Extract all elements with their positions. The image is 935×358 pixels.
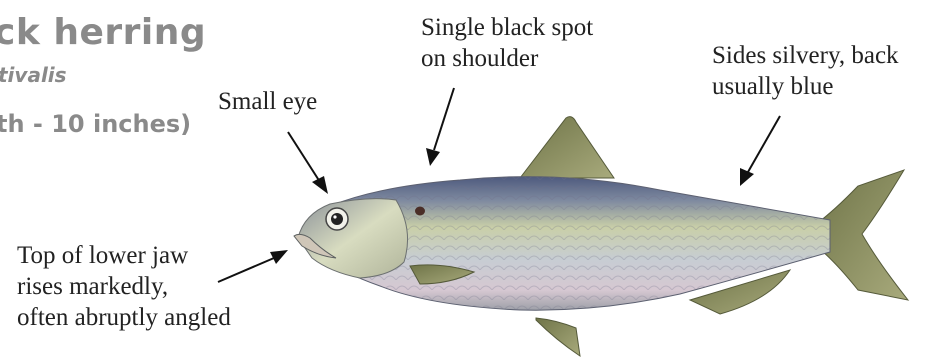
- shoulder-spot: [415, 207, 425, 216]
- label-black-spot: Single black spot on shoulder: [421, 12, 593, 74]
- label-line: Sides silvery, back: [712, 40, 899, 71]
- label-line: on shoulder: [421, 43, 593, 74]
- dorsal-fin: [520, 117, 614, 178]
- label-sides-silvery: Sides silvery, back usually blue: [712, 40, 899, 102]
- arrow-spot: [426, 88, 454, 166]
- arrow-sides: [740, 116, 780, 186]
- fish-head: [298, 199, 408, 278]
- pelvic-fin: [536, 318, 580, 356]
- label-lower-jaw: Top of lower jaw rises markedly, often a…: [17, 240, 231, 333]
- label-line: usually blue: [712, 71, 899, 102]
- label-small-eye: Small eye: [218, 86, 317, 117]
- arrow-eye: [288, 132, 328, 194]
- label-line: Small eye: [218, 86, 317, 117]
- label-line: rises markedly,: [17, 271, 231, 302]
- label-line: Top of lower jaw: [17, 240, 231, 271]
- label-line: often abruptly angled: [17, 302, 231, 333]
- label-line: Single black spot: [421, 12, 593, 43]
